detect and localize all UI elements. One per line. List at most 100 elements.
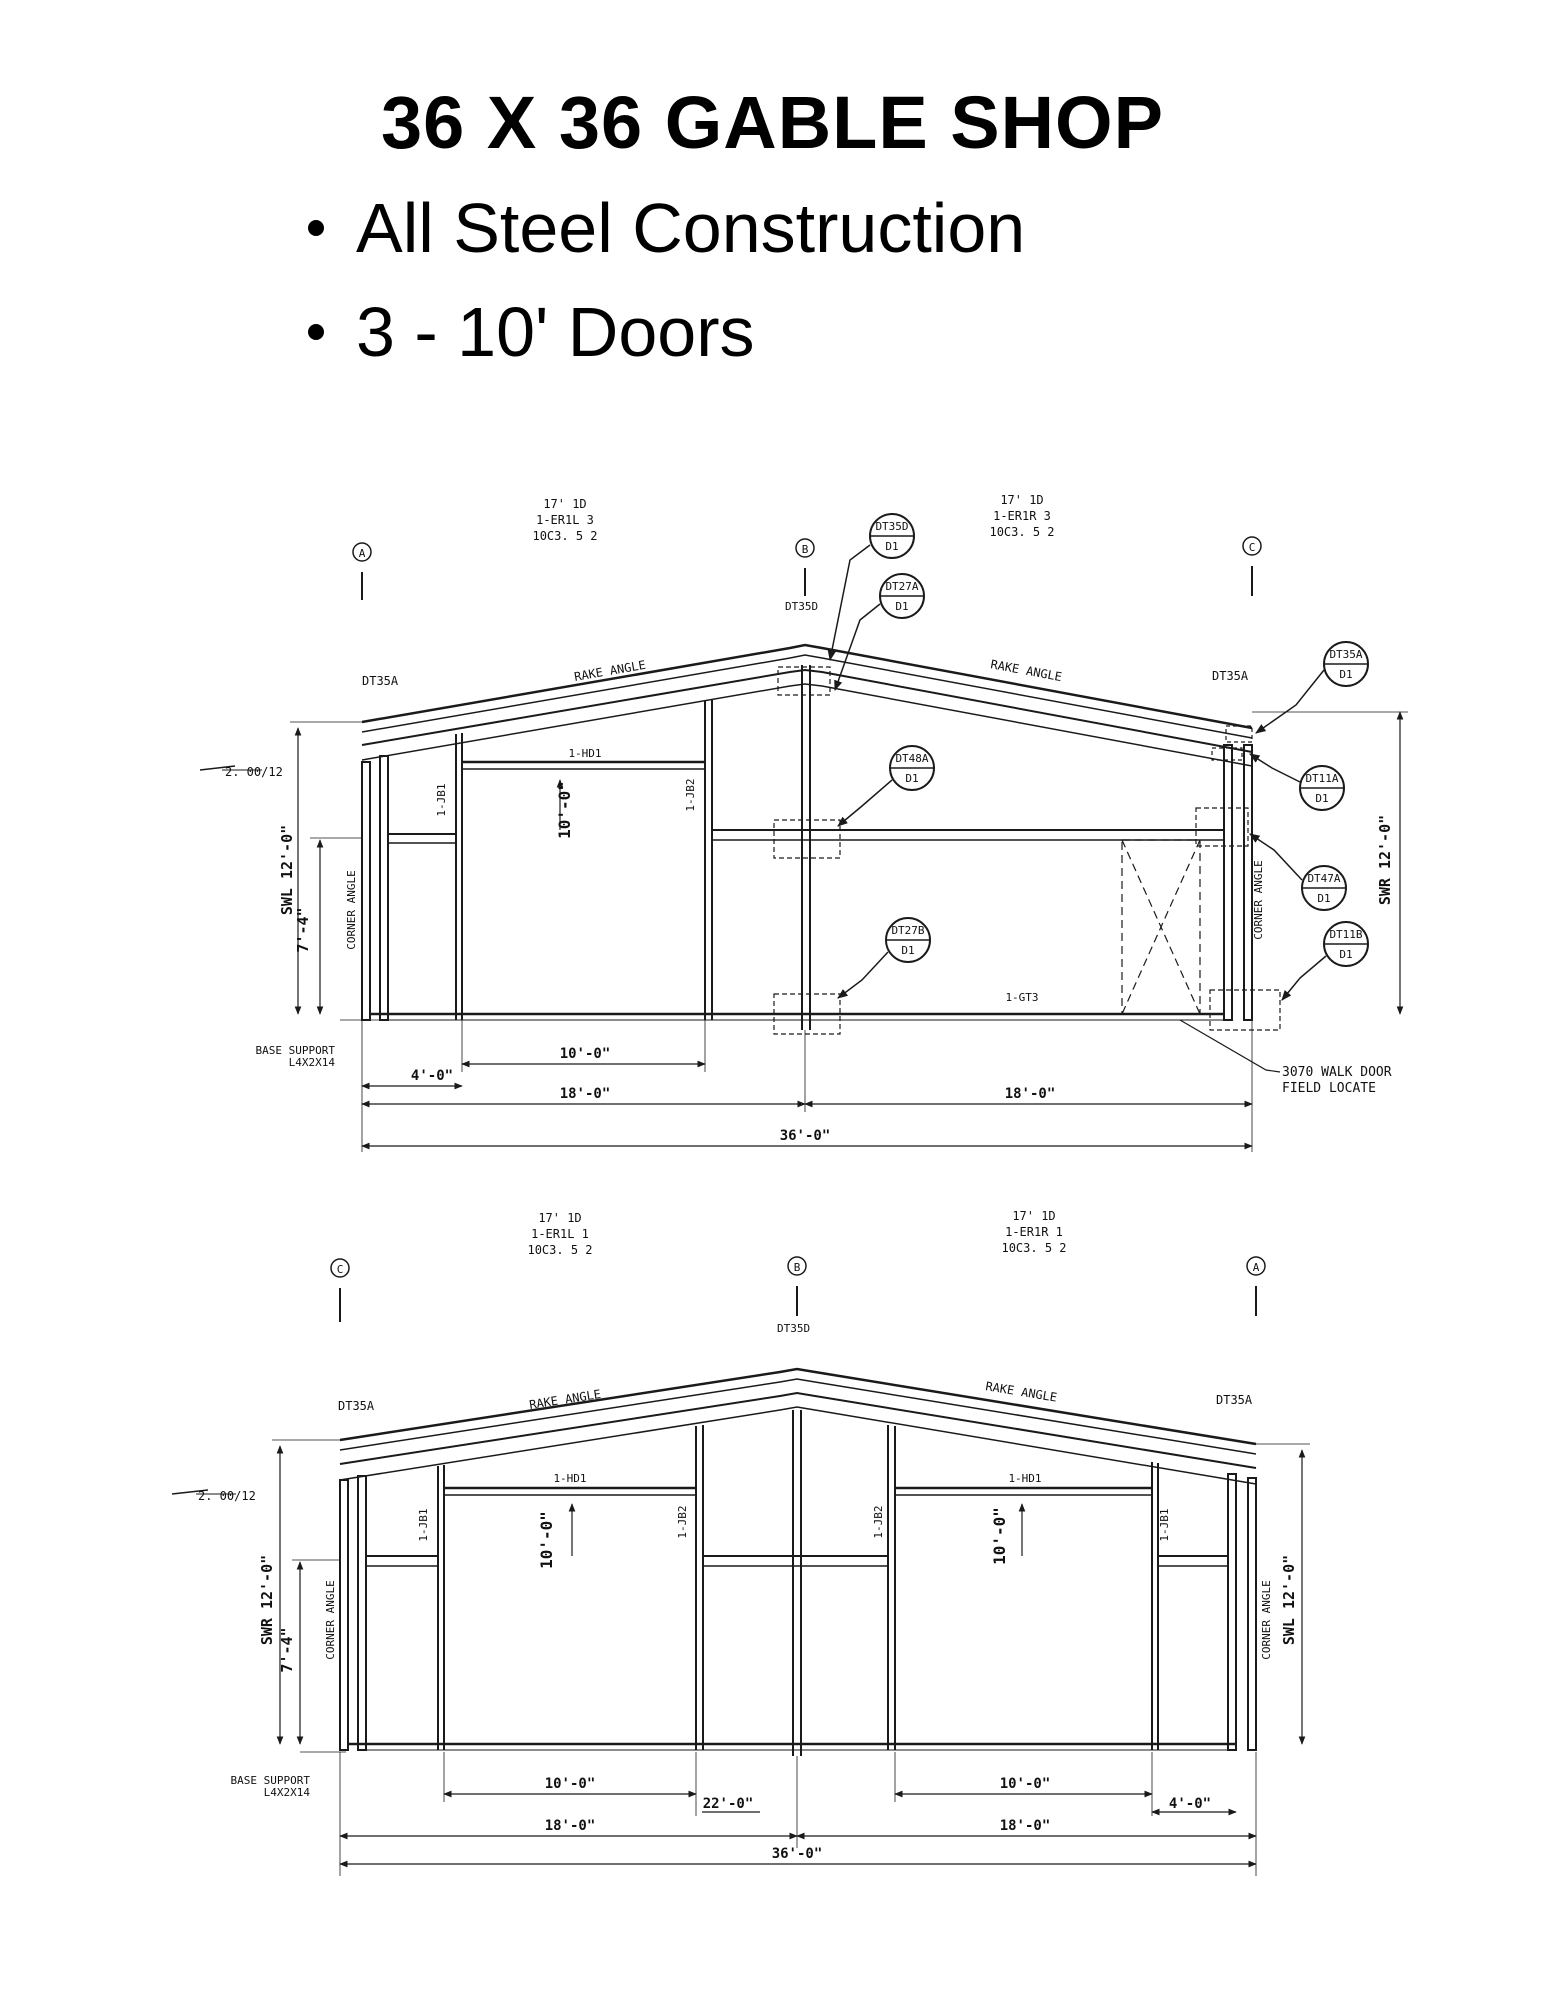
walk-door-label: 3070 WALK DOOR	[1282, 1065, 1392, 1080]
svg-text:DT27B: DT27B	[891, 924, 924, 937]
bullet-dot-icon	[308, 219, 324, 236]
rafter-label: 17' 1D	[538, 1211, 581, 1225]
corner-angle-label: CORNER ANGLE	[1260, 1580, 1273, 1659]
dim-label: 10'-0"	[545, 1776, 596, 1792]
detail-callout: DT35D D1	[827, 513, 915, 662]
svg-text:A: A	[359, 547, 366, 560]
detail-callout: DT11A D1	[1249, 753, 1345, 811]
grid-marker-a: A	[1246, 1256, 1266, 1316]
dim-label: 18'-0"	[560, 1086, 611, 1102]
door-height-label: 10'-0"	[537, 1511, 556, 1569]
bullet-text: 3 - 10' Doors	[356, 293, 755, 371]
svg-text:DT11A: DT11A	[1305, 772, 1338, 785]
corner-angle-label: CORNER ANGLE	[345, 870, 358, 949]
dim-label: 10'-0"	[1000, 1776, 1051, 1792]
svg-text:D1: D1	[1315, 792, 1328, 805]
rafter-label: 17' 1D	[1012, 1209, 1055, 1223]
jamb-label: 1-JB1	[435, 783, 448, 816]
page-title: 36 X 36 GABLE SHOP	[381, 81, 1164, 164]
jamb-label: 1-JB1	[417, 1508, 430, 1541]
base-support-label: BASE SUPPORT	[256, 1044, 336, 1057]
svg-text:C: C	[1249, 541, 1256, 554]
pitch-label: 2. 00/12	[225, 765, 283, 779]
rafter-label: 1-ER1R 3	[993, 509, 1051, 523]
detail-callout: DT47A D1	[1249, 833, 1347, 911]
top-elevation: A B C 17' 1D 1-ER1L 3 10C3. 5 2 17' 1D 1…	[199, 493, 1408, 1152]
columns	[361, 665, 1253, 1030]
bullet-dot-icon	[308, 323, 324, 340]
svg-text:D1: D1	[1339, 668, 1352, 681]
bullet-item: All Steel Construction	[308, 186, 1025, 270]
svg-text:A: A	[1253, 1261, 1260, 1274]
dim-label: 18'-0"	[545, 1818, 596, 1834]
dim-label: 36'-0"	[772, 1846, 823, 1862]
detail-callout: DT35A D1	[1255, 641, 1369, 734]
header-label: 1-HD1	[553, 1472, 586, 1485]
svg-text:D1: D1	[885, 540, 898, 553]
bottom-elevation: C B A 17' 1D 1-ER1L 1 10C3. 5 2 17' 1D 1…	[171, 1209, 1310, 1876]
columns	[339, 1410, 1257, 1756]
rafter-label: 10C3. 5 2	[527, 1243, 592, 1257]
bullet-item: 3 - 10' Doors	[308, 290, 755, 374]
detail-label: DT35A	[1212, 669, 1249, 683]
detail-callout: DT27A D1	[834, 573, 925, 691]
rafter-label: 10C3. 5 2	[532, 529, 597, 543]
dim-label: 22'-0"	[703, 1796, 754, 1812]
swl-label: SWL 12'-0"	[1280, 1555, 1298, 1645]
jamb-label: 1-JB2	[676, 1505, 689, 1538]
grid-marker-b: B	[787, 1256, 807, 1316]
rafter-label: 10C3. 5 2	[989, 525, 1054, 539]
svg-text:D1: D1	[905, 772, 918, 785]
svg-text:DT47A: DT47A	[1307, 872, 1340, 885]
base-support-label: L4X2X14	[289, 1056, 336, 1069]
detail-label: DT35D	[785, 600, 818, 613]
corner-angle-label: CORNER ANGLE	[324, 1580, 337, 1659]
rake-angle-label: RAKE ANGLE	[528, 1387, 602, 1412]
grid-marker-c: C	[1242, 536, 1262, 596]
rafter-label: 17' 1D	[543, 497, 586, 511]
pitch-label: 2. 00/12	[198, 1489, 256, 1503]
svg-text:C: C	[337, 1263, 344, 1276]
svg-text:D1: D1	[1339, 948, 1352, 961]
jamb-label: 1-JB2	[684, 778, 697, 811]
dim-label: 4'-0"	[1169, 1796, 1211, 1812]
base-support-label: BASE SUPPORT	[231, 1774, 311, 1787]
grid-marker-c: C	[330, 1258, 350, 1322]
dim-label: 36'-0"	[780, 1128, 831, 1144]
roof-rafter	[339, 1367, 1257, 1485]
jamb-label: 1-JB2	[872, 1505, 885, 1538]
roof-rafter	[361, 643, 1253, 767]
svg-text:D1: D1	[895, 600, 908, 613]
swr-label: SWR 12'-0"	[258, 1555, 276, 1645]
bullet-text: All Steel Construction	[356, 189, 1026, 267]
svg-text:DT48A: DT48A	[895, 752, 928, 765]
svg-text:D1: D1	[901, 944, 914, 957]
detail-label: DT35A	[338, 1399, 375, 1413]
svg-text:DT35D: DT35D	[875, 520, 908, 533]
grid-marker-a: A	[352, 542, 372, 600]
rafter-label: 1-ER1L 1	[531, 1227, 589, 1241]
svg-text:B: B	[802, 543, 809, 556]
rafter-label: 10C3. 5 2	[1001, 1241, 1066, 1255]
dim-label: 18'-0"	[1000, 1818, 1051, 1834]
girt-height-label: 7'-4"	[294, 907, 312, 952]
header-label: 1-HD1	[568, 747, 601, 760]
corner-angle-label: CORNER ANGLE	[1252, 860, 1265, 939]
detail-label: DT35D	[777, 1322, 810, 1335]
svg-text:B: B	[794, 1261, 801, 1274]
dim-label: 10'-0"	[560, 1046, 611, 1062]
grid-marker-b: B	[795, 538, 815, 596]
dim-label: 4'-0"	[411, 1068, 453, 1084]
svg-text:DT35A: DT35A	[1329, 648, 1362, 661]
svg-text:D1: D1	[1317, 892, 1330, 905]
detail-label: DT35A	[1216, 1393, 1253, 1407]
girt-height-label: 7'-4"	[278, 1627, 296, 1672]
detail-callout: DT48A D1	[837, 745, 935, 827]
rafter-label: 17' 1D	[1000, 493, 1043, 507]
door-height-label: 10'-0"	[555, 781, 574, 839]
base-support-label: L4X2X14	[264, 1786, 311, 1799]
rafter-label: 1-ER1R 1	[1005, 1225, 1063, 1239]
girt-label: 1-GT3	[1005, 991, 1038, 1004]
rafter-label: 1-ER1L 3	[536, 513, 594, 527]
